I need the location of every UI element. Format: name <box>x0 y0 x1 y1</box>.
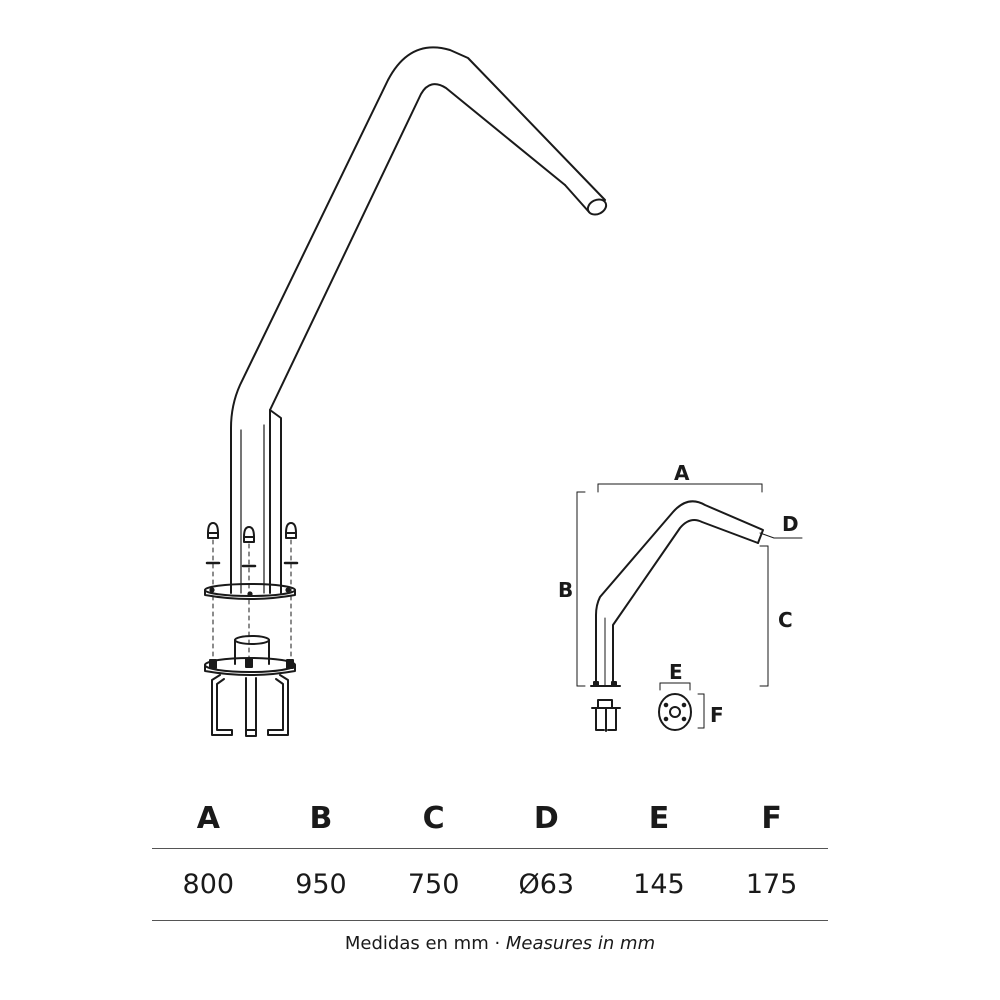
table-divider-top <box>152 848 828 849</box>
header-a: A <box>196 801 220 836</box>
bolt-center <box>241 526 257 568</box>
table-value-row: 800 950 750 Ø63 145 175 <box>152 849 828 920</box>
label-b: B <box>558 578 573 602</box>
header-c: C <box>422 801 445 836</box>
label-c: C <box>778 608 793 632</box>
main-spout <box>230 46 608 594</box>
header-f: F <box>761 801 782 836</box>
upper-base-plate <box>204 583 296 600</box>
caption-english: Measures in mm <box>505 933 656 954</box>
header-b: B <box>309 801 333 836</box>
label-d: D <box>782 512 799 536</box>
label-f: F <box>710 703 724 727</box>
value-f: 175 <box>745 869 798 900</box>
header-d: D <box>533 801 559 836</box>
caption-separator: · <box>488 933 506 954</box>
base-plate-detail <box>658 693 692 731</box>
dimension-sketch: A B C D E F <box>558 461 803 732</box>
bolt-right <box>283 522 299 565</box>
value-d: Ø63 <box>518 869 575 900</box>
table-divider-bottom <box>152 920 828 921</box>
header-e: E <box>648 801 670 836</box>
label-a: A <box>674 461 690 485</box>
ground-anchor <box>204 635 296 737</box>
measurement-caption: Medidas en mm · Measures in mm <box>0 933 1000 954</box>
value-a: 800 <box>182 869 235 900</box>
label-e: E <box>669 660 683 684</box>
bolts <box>205 522 299 568</box>
value-b: 950 <box>295 869 347 900</box>
value-e: 145 <box>633 869 685 900</box>
value-c: 750 <box>407 869 460 900</box>
table-header-row: A B C D E F <box>152 790 828 848</box>
bolt-left <box>205 522 221 565</box>
assembly-axes <box>212 539 292 663</box>
caption-spanish: Medidas en mm <box>344 933 489 954</box>
dimensions-table: A B C D E F 800 950 750 Ø63 145 175 <box>152 790 828 921</box>
